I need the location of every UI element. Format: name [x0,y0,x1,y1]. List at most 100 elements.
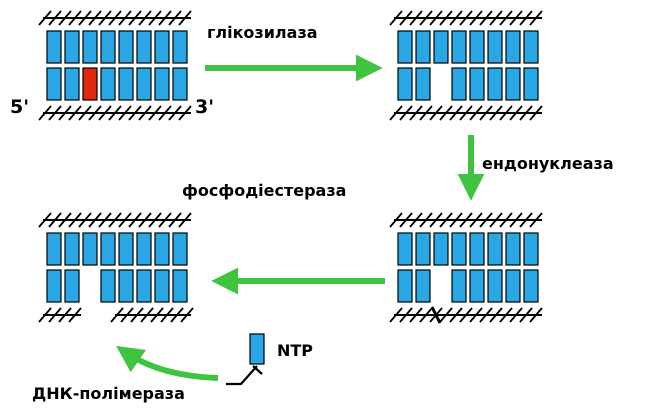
top-backbone-tick [148,10,162,26]
bottom-backbone-tick [459,307,473,323]
top-nucleotide [433,30,449,64]
top-nucleotide [118,232,134,266]
bottom-backbone-tick [389,307,403,323]
bottom-backbone-tick [58,307,72,323]
top-backbone-tick [449,212,463,228]
bottom-nucleotide [451,67,467,101]
top-backbone-tick [98,10,112,26]
top-backbone-tick [399,212,413,228]
top-backbone-tick [138,212,152,228]
top-nucleotide [136,232,152,266]
top-backbone-tick [459,10,473,26]
nick-mark [430,306,442,324]
top-backbone-tick [118,212,132,228]
top-nucleotide [505,232,521,266]
top-backbone-tick [118,10,132,26]
top-backbone-tick [439,212,453,228]
ntp-nucleotide [249,333,265,365]
top-backbone-tick [58,212,72,228]
bottom-nucleotide [523,269,539,303]
top-backbone-tick [48,212,62,228]
top-backbone-tick [509,10,523,26]
top-backbone-tick [429,212,443,228]
bottom-backbone-tick [130,307,144,323]
top-backbone-tick [128,10,142,26]
label-dna-polymerase: ДНК-полімераза [32,384,185,403]
top-backbone-tick [419,10,433,26]
top-backbone-tick [168,10,182,26]
top-backbone-tick [479,10,493,26]
bottom-backbone-tick [110,307,124,323]
top-backbone-tick [479,212,493,228]
top-nucleotide [46,232,62,266]
bottom-backbone-tick [499,307,513,323]
top-backbone-tick [78,10,92,26]
bottom-backbone-tick [409,307,423,323]
top-nucleotide [451,232,467,266]
top-backbone-tick [128,212,142,228]
top-nucleotide [469,232,485,266]
top-backbone-tick [158,212,172,228]
top-backbone-tick [178,10,192,26]
bottom-nucleotide [172,269,188,303]
top-backbone-tick [469,10,483,26]
bottom-backbone-tick [38,307,52,323]
top-backbone-tick [399,10,413,26]
top-backbone-tick [409,212,423,228]
bottom-nucleotide [136,67,152,101]
bottom-backbone-tick [178,105,192,121]
top-nucleotide [100,232,116,266]
bottom-backbone-tick [88,105,102,121]
bottom-backbone-tick [489,307,503,323]
bottom-nucleotide [100,67,116,101]
bottom-backbone-tick [389,105,403,121]
top-backbone-tick [158,10,172,26]
bottom-nucleotide [46,67,62,101]
top-nucleotide [172,30,188,64]
bottom-backbone-tick [118,105,132,121]
bottom-backbone-tick [140,307,154,323]
bottom-nucleotide [64,269,80,303]
top-backbone-tick [88,10,102,26]
bottom-nucleotide [397,67,413,101]
bottom-nucleotide [505,67,521,101]
top-backbone-tick [389,10,403,26]
label-endonuclease: ендонуклеаза [482,154,614,173]
bottom-nucleotide [523,67,539,101]
bottom-backbone-tick [168,105,182,121]
top-nucleotide [487,232,503,266]
bottom-backbone-tick [479,307,493,323]
dna-strands [38,10,543,324]
top-nucleotide [82,232,98,266]
bottom-backbone-tick [158,105,172,121]
top-backbone-tick [38,212,52,228]
top-backbone-tick [68,10,82,26]
top-backbone-tick [499,212,513,228]
ntp-backbone [226,365,263,386]
top-backbone-tick [459,212,473,228]
bottom-backbone-tick [489,105,503,121]
bottom-nucleotide [118,269,134,303]
bottom-nucleotide [64,67,80,101]
top-backbone-tick [389,212,403,228]
bottom-backbone-tick [469,307,483,323]
bottom-nucleotide [136,269,152,303]
bottom-backbone-tick [38,105,52,121]
bottom-nucleotide [118,67,134,101]
bottom-backbone-tick [419,307,433,323]
bottom-backbone-tick [439,105,453,121]
top-nucleotide [523,232,539,266]
top-backbone-tick [138,10,152,26]
label-phosphodiesterase: фосфодіестераза [182,181,347,200]
bottom-nucleotide [469,269,485,303]
bottom-nucleotide [100,269,116,303]
bottom-backbone-tick [48,105,62,121]
bottom-nucleotide [469,67,485,101]
bottom-backbone-tick [429,105,443,121]
top-backbone-tick [88,212,102,228]
bottom-nucleotide [172,67,188,101]
bottom-backbone-tick [180,307,194,323]
top-nucleotide [397,30,413,64]
bottom-backbone-tick [419,105,433,121]
